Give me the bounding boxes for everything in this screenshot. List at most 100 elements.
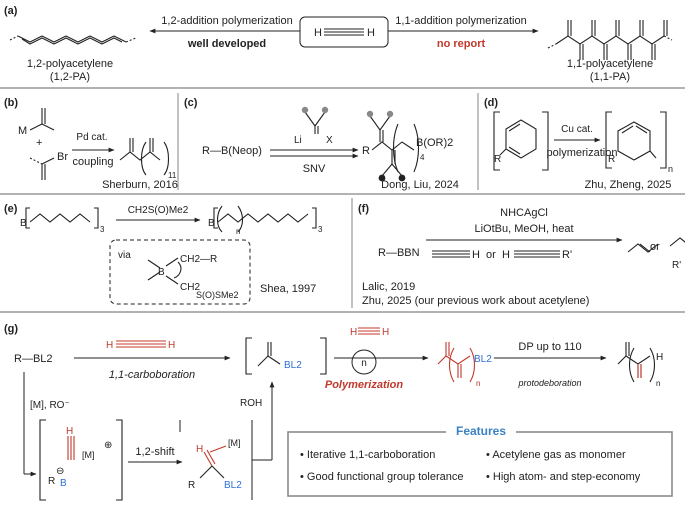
ate-complex-minus: ⊖ [56, 466, 64, 477]
panel-g-final-n: n [656, 379, 660, 388]
panel-g-adduct-bl2: BL2 [284, 360, 302, 371]
panel-b-metal: M [18, 125, 27, 137]
panel-f-rprime1: R' [562, 249, 572, 261]
panel-e-boron: B [20, 218, 27, 229]
panel-f-alkene-products [627, 237, 685, 253]
panel-d-label: (d) [484, 97, 498, 109]
panel-e-via: via [118, 250, 131, 261]
features-title-bg [446, 424, 516, 438]
panel-f-h1: H [472, 249, 480, 261]
panel-e-citation: Shea, 1997 [260, 283, 316, 295]
final-polymer [617, 342, 656, 383]
left-arrow-label: 1,2-addition polymerization [161, 15, 292, 27]
panel-d-product-r: R [608, 154, 615, 165]
panel-b-citation: Sherburn, 2016 [102, 179, 178, 191]
panel-d-index: n [668, 164, 673, 174]
panel-d-polymer [605, 111, 667, 169]
panel-b-bromide: Br [57, 151, 68, 163]
panel-g-polymer-n: n [476, 379, 480, 388]
acetylene-h-left: H [314, 27, 322, 39]
panel-g-acetylene [116, 340, 166, 348]
panel-d-polymerization: polymerization [547, 147, 618, 159]
substituent-dot [366, 110, 374, 118]
cyclic-diene-monomer [493, 111, 549, 171]
ate-complex-metal: [M] [82, 450, 95, 460]
ylide-ch2r: CH2—R [180, 254, 217, 265]
panel-g-polymerization: Polymerization [325, 379, 404, 391]
panel-f-or1: or [486, 249, 496, 261]
right-product-abbr: (1,1-PA) [590, 71, 630, 83]
vinylborane-bl2: BL2 [224, 480, 242, 491]
ylide-ch2: CH2 [180, 282, 200, 293]
panel-f-alkyne-1 [432, 250, 470, 258]
panel-c-product [369, 115, 420, 177]
vinylborane-r: R [188, 480, 195, 491]
panel-g-shift: 1,2-shift [135, 446, 174, 458]
ate-complex-r: R [48, 476, 55, 487]
homologated-borane [213, 205, 317, 233]
panel-f-alkyne-2 [514, 250, 560, 258]
panel-g-acetylene-h2: H [168, 340, 175, 351]
panel-c-x: X [326, 135, 333, 146]
ate-complex-boron: B [60, 478, 67, 489]
left-product-name: 1,2-polyacetylene [27, 58, 113, 70]
panel-c-citation: Dong, Liu, 2024 [381, 179, 459, 191]
final-polymer-backbone [637, 364, 642, 378]
panel-d-citation: Zhu, Zheng, 2025 [585, 179, 672, 191]
panel-e-index: n [236, 227, 240, 236]
panel-g-protodeboration: protodeboration [517, 378, 581, 388]
feature-item-1: • Iterative 1,1-carboboration [300, 449, 435, 461]
panel-g-final-h: H [656, 352, 663, 363]
feature-item-4: • High atom- and step-economy [486, 471, 641, 483]
panel-f-label: (f) [358, 203, 369, 215]
panel-g-poly-h2: H [382, 327, 389, 338]
substituent-dot [386, 110, 394, 118]
panel-b-catalyst: Pd cat. [76, 132, 107, 143]
panel-g-label: (g) [4, 323, 18, 335]
vinyl-metal-structure [29, 108, 55, 131]
panel-c-reagent: R—B(Neop) [202, 145, 262, 157]
panel-g-cycle-icon [351, 349, 377, 375]
right-status: no report [437, 38, 486, 50]
vinylborane-metal: [M] [228, 438, 241, 448]
boryl-polymer [437, 342, 476, 383]
substituent-dot [398, 174, 406, 182]
panel-c-product-r: R [362, 145, 370, 157]
panel-c-index: 4 [420, 153, 425, 162]
left-product-abbr: (1,2-PA) [50, 71, 90, 83]
panel-c-li: Li [294, 135, 302, 146]
lithium-reagent [304, 111, 326, 134]
panel-e-reagent: CH2S(O)Me2 [128, 205, 189, 216]
panel-f-h2: H [502, 249, 510, 261]
panel-e-product-boron: B [208, 218, 215, 229]
trialkylborane [25, 207, 99, 229]
right-arrow-label: 1,1-addition polymerization [395, 15, 526, 27]
feature-item-2: • Acetylene gas as monomer [486, 449, 626, 461]
panel-e-product-sub3: 3 [318, 225, 323, 234]
panel-g-cycle-n: n [361, 358, 367, 369]
ate-complex-alkyne [67, 436, 75, 460]
panel-g-roh: ROH [240, 398, 262, 409]
ate-complex-h: H [66, 426, 73, 437]
vinyl-bromide-structure [29, 157, 55, 180]
ylide-mechanism-box [109, 239, 251, 305]
vinylborane-h: H [196, 444, 203, 455]
dendralene-product [119, 138, 170, 176]
panel-b-plus: + [36, 137, 42, 149]
left-status: well developed [187, 38, 266, 50]
ate-complex-bracket [39, 419, 123, 501]
panel-g-acetylene-h1: H [106, 340, 113, 351]
panel-f-reagent: R—BBN [378, 247, 420, 259]
ylide-complex [147, 257, 182, 285]
substituent-dot [321, 106, 329, 114]
panel-e-label: (e) [4, 203, 18, 215]
feature-item-3: • Good functional group tolerance [300, 471, 463, 483]
panel-f-rprime2: R' [672, 260, 681, 271]
panel-f-or2: or [650, 241, 660, 253]
panel-d-r: R [494, 154, 501, 165]
panel-g-metal-cond: [M], RO⁻ [30, 400, 70, 411]
panel-g-poly-acetylene [358, 327, 380, 335]
panel-c-condition: SNV [303, 163, 326, 175]
substituent-dot [301, 106, 309, 114]
